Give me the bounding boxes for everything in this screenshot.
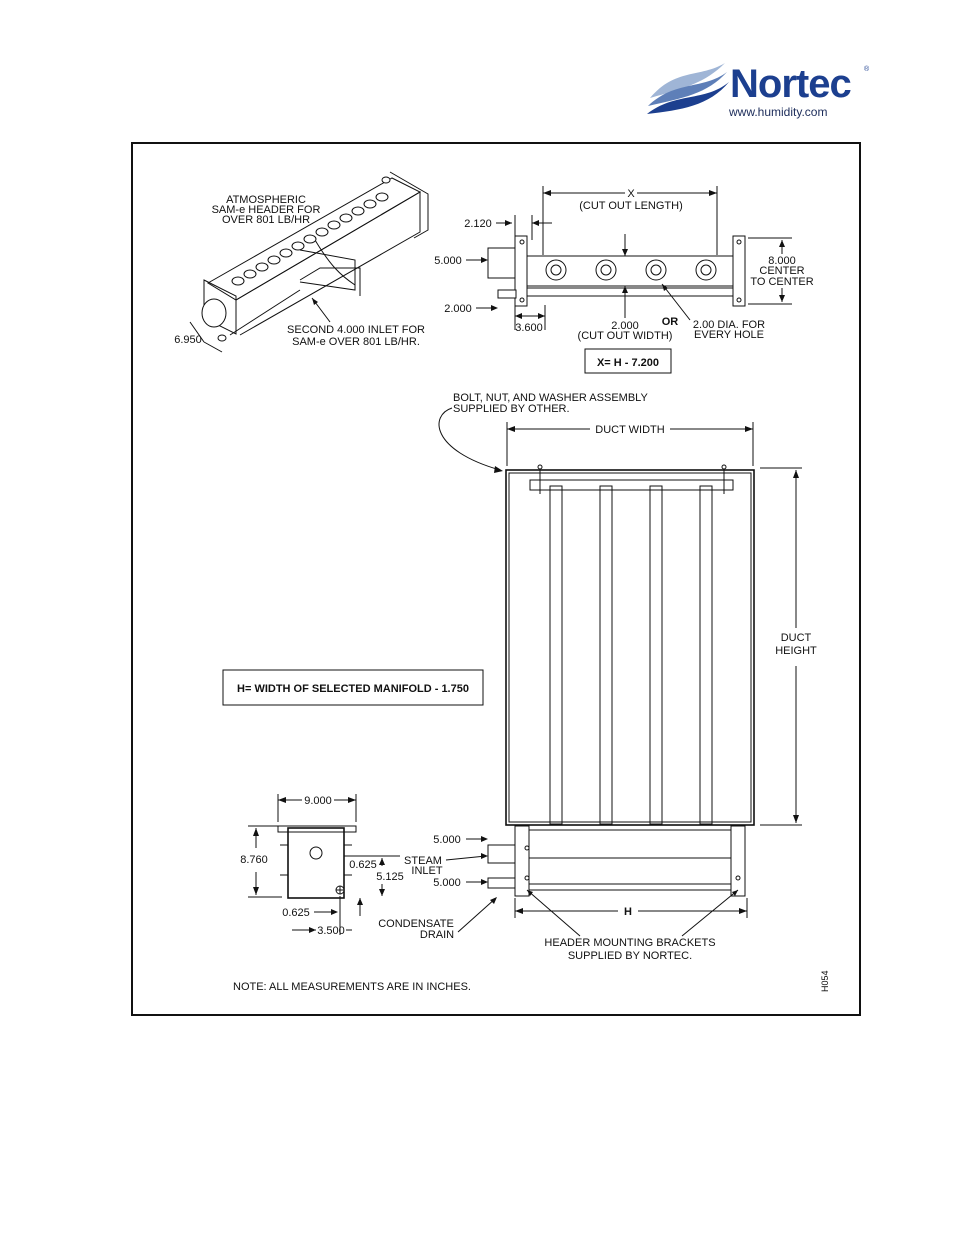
center-note-line-3: TO CENTER	[750, 276, 813, 288]
dim-0625-bottom: 0.625	[282, 907, 310, 919]
iso-title-line-1: ATMOSPHERIC	[226, 194, 306, 206]
dim-9000: 9.000	[304, 795, 332, 807]
measurement-note: NOTE: ALL MEASUREMENTS ARE IN INCHES.	[233, 981, 471, 993]
duct-height-line-2: HEIGHT	[775, 645, 817, 657]
dim-8760: 8.760	[240, 854, 268, 866]
dim-5000-top-view: 5.000	[434, 255, 462, 267]
cut-out-length-label: (CUT OUT LENGTH)	[579, 200, 683, 212]
center-note-line-1: 8.000	[768, 255, 796, 267]
iso-title-line-3: OVER 801 LB/HR	[222, 214, 310, 226]
drawing-id: H054	[820, 970, 830, 992]
top-view-holes	[545, 259, 717, 281]
iso-inlet-note-line-1: SECOND 4.000 INLET FOR	[287, 324, 425, 336]
dim-0625-top: 0.625	[349, 859, 377, 871]
dim-5125: 5.125	[376, 871, 404, 883]
bracket-note-line-2: SUPPLIED BY NORTEC.	[568, 950, 692, 962]
dim-5000-front-bottom: 5.000	[433, 877, 461, 889]
dispersion-tubes	[549, 485, 713, 825]
dim-2120: 2.120	[464, 218, 492, 230]
duct-width-label: DUCT WIDTH	[595, 424, 665, 436]
bracket-note-line-1: HEADER MOUNTING BRACKETS	[544, 937, 715, 949]
hole-note-line-2: EVERY HOLE	[694, 329, 764, 341]
dim-3600: 3.600	[515, 322, 543, 334]
steam-inlet-line-2: INLET	[411, 865, 442, 877]
front-duct-view: BOLT, NUT, AND WASHER ASSEMBLY SUPPLIED …	[404, 392, 817, 962]
drawing-frame	[131, 142, 861, 1016]
iso-inlet-note-line-2: SAM-e OVER 801 LB/HR.	[292, 336, 420, 348]
nortec-wave-logo-icon	[647, 63, 729, 114]
brand-url: www.humidity.com	[729, 105, 828, 119]
h-formula: H= WIDTH OF SELECTED MANIFOLD - 1.750	[237, 683, 469, 695]
x-formula: X= H - 7.200	[597, 357, 659, 369]
dim-x-label: X	[627, 188, 635, 200]
steam-inlet-line-1: STEAM	[404, 855, 442, 867]
bolt-note-line-1: BOLT, NUT, AND WASHER ASSEMBLY	[453, 392, 648, 404]
iso-hole-row	[231, 176, 391, 286]
dim-2000-cut-out-width: 2.000	[611, 320, 639, 332]
iso-dim-6950: 6.950	[174, 334, 202, 346]
bolt-note-line-2: SUPPLIED BY OTHER.	[453, 403, 570, 415]
center-note-line-2: CENTER	[759, 265, 804, 277]
isometric-header-view: ATMOSPHERIC SAM-e HEADER FOR OVER 801 LB…	[174, 171, 429, 353]
condensate-line-2: DRAIN	[420, 929, 454, 941]
or-label: OR	[662, 316, 679, 328]
top-cut-out-view: X (CUT OUT LENGTH) 2.120 5.000 2.0	[434, 186, 814, 374]
iso-title-line-2: SAM-e HEADER FOR	[212, 204, 321, 216]
dim-5000-front-top: 5.000	[433, 834, 461, 846]
dim-2000-left: 2.000	[444, 303, 472, 315]
cut-out-width-label: (CUT OUT WIDTH)	[578, 330, 673, 342]
hole-note-line-1: 2.00 DIA. FOR	[693, 319, 765, 331]
registered-mark: ®	[864, 66, 870, 73]
side-header-view: 9.000 8.760 0.625 5.125 0.625 3.500 COND…	[240, 794, 497, 941]
condensate-line-1: CONDENSATE	[378, 918, 454, 930]
dim-h-label: H	[624, 906, 632, 918]
brand-name: Nortec	[730, 62, 852, 106]
duct-height-line-1: DUCT	[781, 632, 812, 644]
dim-3500: 3.500	[317, 925, 345, 937]
